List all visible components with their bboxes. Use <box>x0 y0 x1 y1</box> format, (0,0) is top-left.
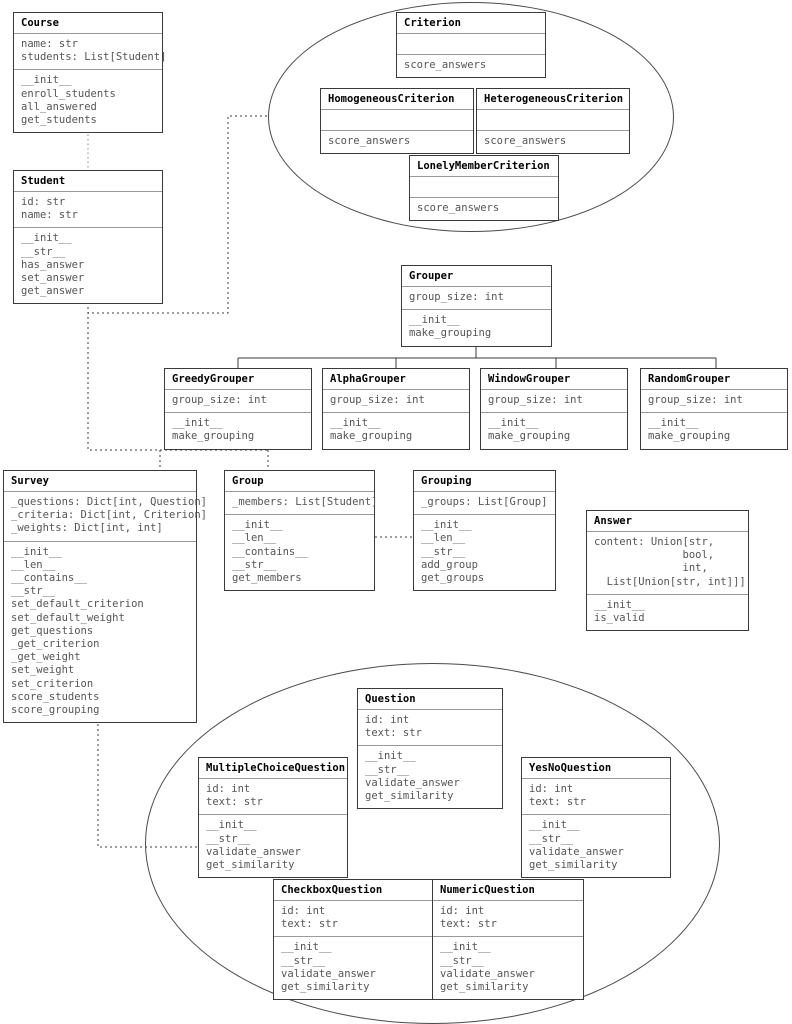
class-methods-homogeneous-criterion: score_answers <box>328 135 411 147</box>
class-name-survey: Survey <box>4 471 196 492</box>
class-box-numeric-question[interactable]: NumericQuestion id: int text: str __init… <box>432 879 584 1001</box>
class-name-checkbox-question: CheckboxQuestion <box>274 880 434 901</box>
class-attributes-student: id: str name: str <box>14 192 162 229</box>
class-attributes-yes-no-question: id: int text: str <box>522 779 670 816</box>
class-name-yes-no-question: YesNoQuestion <box>522 758 670 779</box>
class-box-survey[interactable]: Survey _questions: Dict[int, Question] _… <box>3 470 207 724</box>
class-attributes-question: id: int text: str <box>358 710 502 747</box>
class-attributes-homogeneous-criterion <box>321 110 473 131</box>
class-attributes-grouper: group_size: int <box>402 287 551 311</box>
class-attributes-survey: _questions: Dict[int, Question] _criteri… <box>4 492 207 542</box>
class-name-random-grouper: RandomGrouper <box>641 369 787 390</box>
edge-survey-question <box>97 704 200 848</box>
class-attributes-alpha-grouper: group_size: int <box>323 390 469 414</box>
class-methods-yes-no-question: __init__ __str__ validate_answer get_sim… <box>529 819 624 872</box>
class-attributes-multiple-choice-question: id: int text: str <box>199 779 347 816</box>
class-box-homogeneous-criterion[interactable]: HomogeneousCriterion score_answers <box>320 88 474 155</box>
class-name-greedy-grouper: GreedyGrouper <box>165 369 311 390</box>
class-attributes-checkbox-question: id: int text: str <box>274 901 434 938</box>
class-attributes-answer: content: Union[str, bool, int, List[Unio… <box>587 532 748 595</box>
class-box-group[interactable]: Group _members: List[Student] __init__ _… <box>224 470 377 592</box>
class-name-multiple-choice-question: MultipleChoiceQuestion <box>199 758 347 779</box>
class-box-checkbox-question[interactable]: CheckboxQuestion id: int text: str __ini… <box>273 879 435 1001</box>
class-box-question[interactable]: Question id: int text: str __init__ __st… <box>357 688 503 810</box>
class-attributes-lonely-member-criterion <box>410 177 558 198</box>
class-box-heterogeneous-criterion[interactable]: HeterogeneousCriterion score_answers <box>476 88 630 155</box>
class-box-grouping[interactable]: Grouping _groups: List[Group] __init__ _… <box>413 470 556 592</box>
class-box-student[interactable]: Student id: str name: str __init__ __str… <box>13 170 163 305</box>
class-name-lonely-member-criterion: LonelyMemberCriterion <box>410 156 558 177</box>
class-box-criterion[interactable]: Criterion score_answers <box>396 12 546 79</box>
class-attributes-window-grouper: group_size: int <box>481 390 627 414</box>
class-methods-heterogeneous-criterion: score_answers <box>484 135 567 147</box>
class-name-criterion: Criterion <box>397 13 545 34</box>
class-box-course[interactable]: Course name: str students: List[Student]… <box>13 12 166 134</box>
class-name-window-grouper: WindowGrouper <box>481 369 627 390</box>
class-methods-criterion: score_answers <box>404 59 487 71</box>
class-methods-random-grouper: __init__ make_grouping <box>648 417 731 443</box>
class-name-homogeneous-criterion: HomogeneousCriterion <box>321 89 473 110</box>
class-attributes-numeric-question: id: int text: str <box>433 901 583 938</box>
class-box-multiple-choice-question[interactable]: MultipleChoiceQuestion id: int text: str… <box>198 757 348 879</box>
class-methods-multiple-choice-question: __init__ __str__ validate_answer get_sim… <box>206 819 301 872</box>
class-name-student: Student <box>14 171 162 192</box>
class-methods-numeric-question: __init__ __str__ validate_answer get_sim… <box>440 941 535 994</box>
class-attributes-random-grouper: group_size: int <box>641 390 787 414</box>
class-name-group: Group <box>225 471 374 492</box>
class-methods-question: __init__ __str__ validate_answer get_sim… <box>365 750 460 803</box>
class-name-grouping: Grouping <box>414 471 555 492</box>
class-attributes-group: _members: List[Student] <box>225 492 377 516</box>
class-attributes-course: name: str students: List[Student] <box>14 34 166 71</box>
class-box-alpha-grouper[interactable]: AlphaGrouper group_size: int __init__ ma… <box>322 368 470 450</box>
class-box-lonely-member-criterion[interactable]: LonelyMemberCriterion score_answers <box>409 155 559 222</box>
class-box-yes-no-question[interactable]: YesNoQuestion id: int text: str __init__… <box>521 757 671 879</box>
class-methods-lonely-member-criterion: score_answers <box>417 202 500 214</box>
class-methods-grouper: __init__ make_grouping <box>409 314 492 340</box>
class-attributes-criterion <box>397 34 545 55</box>
class-box-random-grouper[interactable]: RandomGrouper group_size: int __init__ m… <box>640 368 788 450</box>
class-name-alpha-grouper: AlphaGrouper <box>323 369 469 390</box>
class-methods-window-grouper: __init__ make_grouping <box>488 417 571 443</box>
class-methods-course: __init__ enroll_students all_answered ge… <box>21 74 116 127</box>
class-methods-group: __init__ __len__ __contains__ __str__ ge… <box>232 519 308 585</box>
class-methods-grouping: __init__ __len__ __str__ add_group get_g… <box>421 519 485 585</box>
class-attributes-grouping: _groups: List[Group] <box>414 492 555 516</box>
class-methods-alpha-grouper: __init__ make_grouping <box>330 417 413 443</box>
class-box-grouper[interactable]: Grouper group_size: int __init__ make_gr… <box>401 265 552 347</box>
class-box-answer[interactable]: Answer content: Union[str, bool, int, Li… <box>586 510 749 632</box>
class-name-question: Question <box>358 689 502 710</box>
class-name-numeric-question: NumericQuestion <box>433 880 583 901</box>
class-name-heterogeneous-criterion: HeterogeneousCriterion <box>477 89 629 110</box>
class-methods-student: __init__ __str__ has_answer set_answer g… <box>21 232 85 298</box>
class-methods-checkbox-question: __init__ __str__ validate_answer get_sim… <box>281 941 376 994</box>
class-name-answer: Answer <box>587 511 748 532</box>
class-methods-survey: __init__ __len__ __contains__ __str__ se… <box>11 545 144 717</box>
class-attributes-greedy-grouper: group_size: int <box>165 390 311 414</box>
class-methods-greedy-grouper: __init__ make_grouping <box>172 417 255 443</box>
class-attributes-heterogeneous-criterion <box>477 110 629 131</box>
class-name-grouper: Grouper <box>402 266 551 287</box>
class-box-window-grouper[interactable]: WindowGrouper group_size: int __init__ m… <box>480 368 628 450</box>
class-methods-answer: __init__ is_valid <box>594 598 645 625</box>
class-name-course: Course <box>14 13 162 34</box>
class-box-greedy-grouper[interactable]: GreedyGrouper group_size: int __init__ m… <box>164 368 312 450</box>
